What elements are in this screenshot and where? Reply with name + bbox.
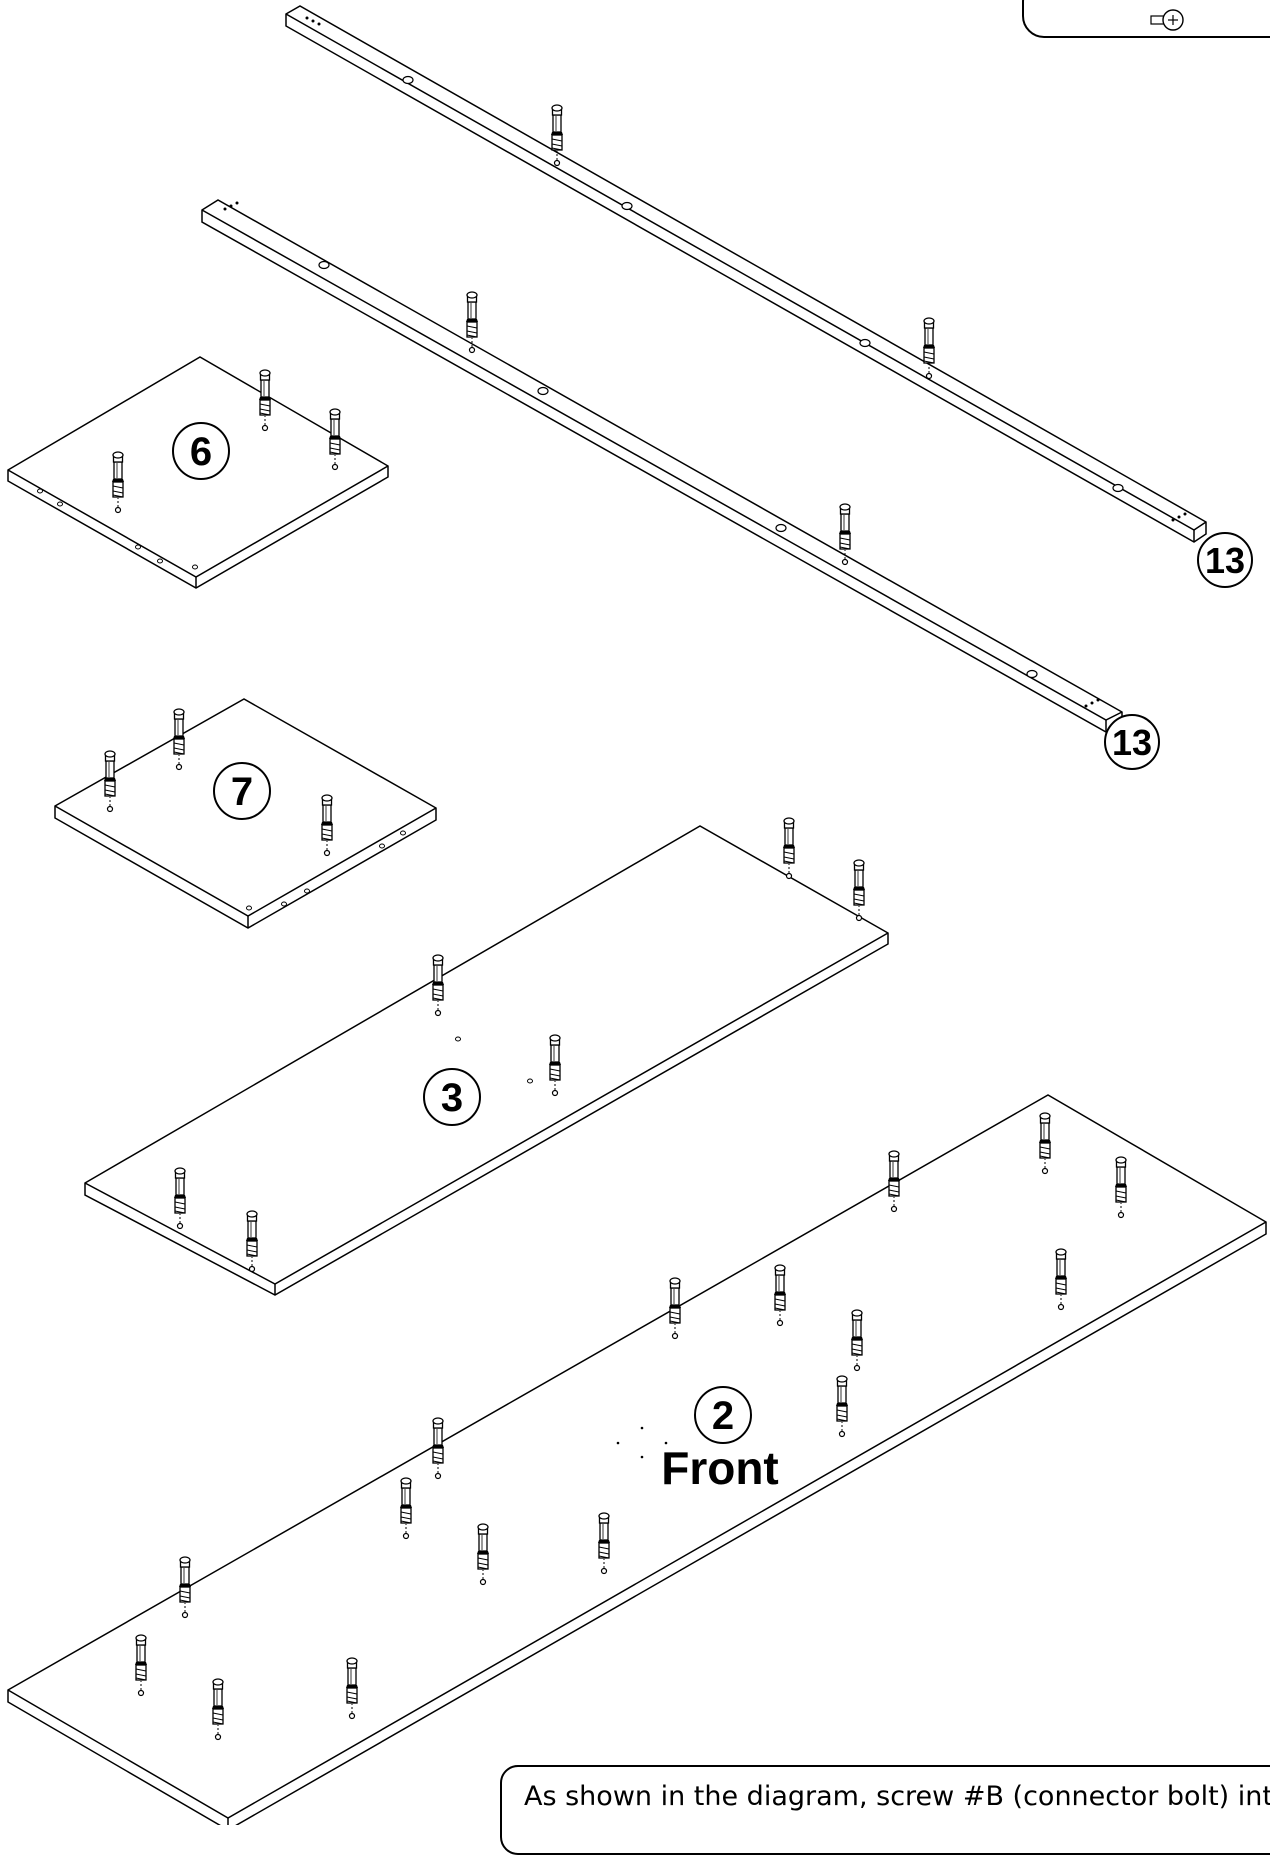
bolt-detail-icon — [1150, 9, 1184, 31]
svg-text:13: 13 — [1205, 540, 1245, 581]
part-label-13-top: 13 — [1197, 532, 1253, 588]
part-label-2: 2 — [694, 1386, 752, 1444]
rail-13-top — [285, 5, 1207, 543]
hardware-inset — [1022, 0, 1270, 38]
front-label: Front — [661, 1442, 779, 1494]
connector-bolt-icon — [782, 817, 796, 880]
panel-2 — [7, 1094, 1267, 1825]
connector-bolt-icon — [852, 859, 866, 922]
svg-text:3: 3 — [441, 1076, 463, 1120]
instruction-caption: As shown in the diagram, screw #B (conne… — [500, 1765, 1270, 1855]
svg-text:6: 6 — [190, 430, 212, 474]
svg-text:13: 13 — [1112, 722, 1152, 763]
caption-text: As shown in the diagram, screw #B (conne… — [524, 1781, 1270, 1812]
part-label-13-bottom: 13 — [1104, 714, 1160, 770]
svg-text:2: 2 — [712, 1394, 734, 1438]
part-label-6: 6 — [172, 422, 230, 480]
part-label-3: 3 — [423, 1068, 481, 1126]
part-label-7: 7 — [213, 762, 271, 820]
svg-text:7: 7 — [231, 770, 253, 814]
panel-3 — [84, 817, 889, 1296]
